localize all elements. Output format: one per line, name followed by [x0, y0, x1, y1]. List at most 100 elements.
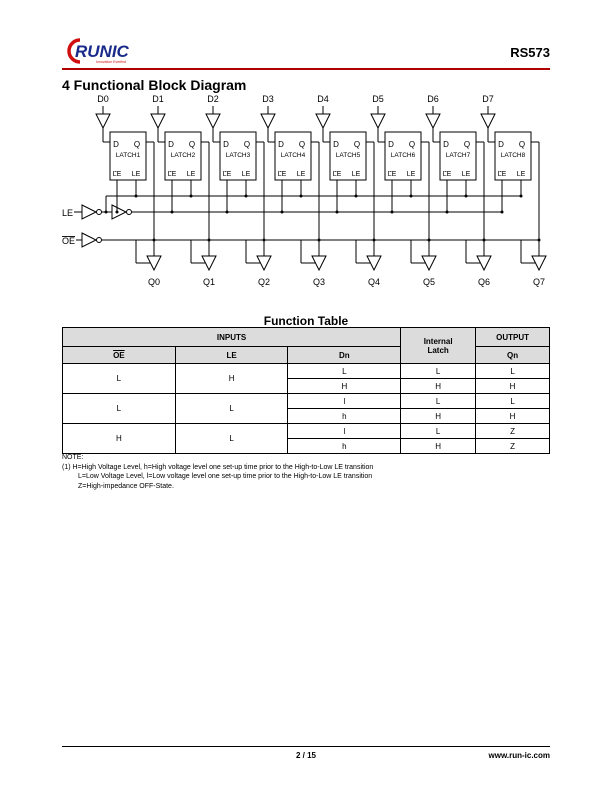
output-label-2: Q2 [258, 277, 270, 287]
cell-oe: H [62, 423, 176, 454]
cell-oe: L [62, 393, 176, 424]
output-buffer-2 [256, 255, 272, 272]
svg-text:RUNIC: RUNIC [75, 42, 130, 61]
column-qn: Qn [475, 346, 550, 364]
cell-latch: L [400, 393, 477, 409]
latch-pin-le-bar-0: LE [113, 171, 122, 178]
part-number: RS573 [510, 45, 550, 60]
input-buffer-1 [150, 113, 166, 130]
latch-label-4: LATCH5 [336, 152, 361, 159]
latch-pin-q-6: Q [464, 140, 470, 149]
output-label-6: Q6 [478, 277, 490, 287]
input-label-1: D1 [152, 94, 164, 104]
latch-pin-le-bar-3: LE [278, 171, 287, 178]
cell-latch: H [400, 378, 477, 394]
latch-pin-le-2: LE [242, 171, 251, 178]
input-buffer-2 [205, 113, 221, 130]
junction-dot [104, 210, 108, 214]
cell-latch: H [400, 438, 477, 454]
output-label-7: Q7 [533, 277, 545, 287]
latch-box-1 [164, 131, 202, 181]
input-label-0: D0 [97, 94, 109, 104]
internal-latch-header: Internal Latch [400, 327, 477, 364]
output-label-1: Q1 [203, 277, 215, 287]
latch-pin-le-bar-7: LE [498, 171, 507, 178]
note-line-3: Z=High-impedance OFF-State. [78, 482, 174, 490]
latch-label-5: LATCH6 [391, 152, 416, 159]
le-inverter-2 [111, 204, 128, 220]
latch-box-0 [109, 131, 147, 181]
inputs-header: INPUTS [61, 327, 402, 347]
cell-le: H [174, 363, 289, 394]
cell-latch: L [400, 423, 477, 439]
latch-pin-q-4: Q [354, 140, 360, 149]
latch-box-2 [219, 131, 257, 181]
latch-pin-q-5: Q [409, 140, 415, 149]
latch-pin-le-bar-4: LE [333, 171, 342, 178]
cell-qn: L [475, 393, 550, 409]
latch-pin-d-6: D [443, 140, 449, 149]
input-buffer-0 [95, 113, 111, 130]
cell-dn: H [287, 378, 402, 394]
output-buffer-3 [311, 255, 327, 272]
note-line-1: (1) H=High Voltage Level, h=High voltage… [62, 463, 374, 471]
input-buffer-6 [425, 113, 441, 130]
cell-le: L [174, 393, 289, 424]
cell-dn: h [287, 438, 402, 454]
oe-inverter-bubble [96, 237, 102, 243]
output-buffer-1 [201, 255, 217, 272]
oe-inverter [81, 232, 98, 248]
latch-pin-le-3: LE [297, 171, 306, 178]
table-title: Function Table [263, 314, 349, 328]
latch-label-7: LATCH8 [501, 152, 526, 159]
input-label-3: D3 [262, 94, 274, 104]
header-divider [62, 68, 550, 70]
output-buffer-6 [476, 255, 492, 272]
latch-pin-d-1: D [168, 140, 174, 149]
cell-dn: L [287, 363, 402, 379]
cell-qn: H [475, 408, 550, 424]
latch-box-5 [384, 131, 422, 181]
latch-label-0: LATCH1 [116, 152, 141, 159]
notes-label: NOTE: [62, 454, 84, 461]
input-label-7: D7 [482, 94, 494, 104]
note-line-2: L=Low Voltage Level, l=Low voltage level… [78, 473, 373, 480]
internal-latch-header-line1: Internal [423, 336, 453, 346]
latch-pin-le-6: LE [462, 171, 471, 178]
latch-pin-d-2: D [223, 140, 229, 149]
output-label-5: Q5 [423, 277, 435, 287]
latch-pin-le-0: LE [132, 171, 141, 178]
le-inverter-1 [81, 204, 98, 220]
input-buffer-5 [370, 113, 386, 130]
cell-qn: Z [475, 438, 550, 454]
input-buffer-4 [315, 113, 331, 130]
output-header: OUTPUT [475, 327, 550, 347]
latch-pin-le-4: LE [352, 171, 361, 178]
latch-pin-q-7: Q [519, 140, 525, 149]
latch-pin-le-7: LE [517, 171, 526, 178]
notes: NOTE: (1) H=High Voltage Level, h=High v… [62, 453, 373, 491]
column-oe: OE [62, 346, 176, 364]
cell-latch: H [400, 408, 477, 424]
page-number: 2 / 15 [295, 751, 316, 760]
latch-pin-le-bar-6: LE [443, 171, 452, 178]
latch-label-2: LATCH3 [226, 152, 251, 159]
output-buffer-5 [421, 255, 437, 272]
svg-text:Innovation Everfirst: Innovation Everfirst [96, 60, 126, 64]
output-label-3: Q3 [313, 277, 325, 287]
cell-dn: l [287, 393, 402, 409]
latch-pin-q-0: Q [134, 140, 140, 149]
junction-dot [115, 210, 119, 214]
internal-latch-header-line2: Latch [427, 345, 449, 355]
latch-pin-d-7: D [498, 140, 504, 149]
output-label-4: Q4 [368, 277, 380, 287]
le-inverter-bubble-2 [126, 209, 132, 215]
cell-le: L [174, 423, 289, 454]
input-label-6: D6 [427, 94, 439, 104]
website-link[interactable]: www.run-ic.com [488, 751, 551, 760]
latch-box-4 [329, 131, 367, 181]
